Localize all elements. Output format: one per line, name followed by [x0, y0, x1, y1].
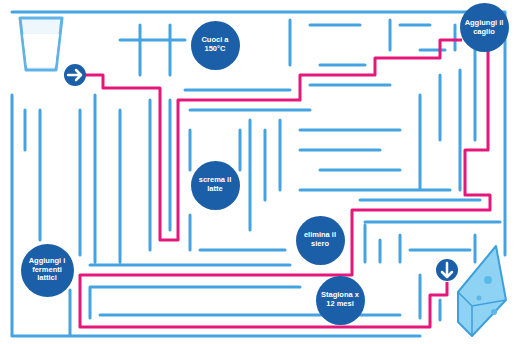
step-circle: Aggiungi il caglio — [460, 3, 509, 52]
step-circle: screma il latte — [191, 161, 240, 210]
cheese — [458, 246, 506, 336]
step-label: elimina il siero — [300, 231, 340, 248]
step-circle: Stagiona x 12 mesi — [316, 276, 365, 325]
step-label: Aggiungi i fermenti lattici — [27, 257, 67, 283]
maze-walls — [12, 12, 505, 336]
end-arrow — [436, 259, 458, 281]
step-label: Stagiona x 12 mesi — [320, 291, 360, 308]
step-label: Aggiungi il caglio — [464, 19, 504, 36]
step-circle: Aggiungi i fermenti lattici — [21, 244, 74, 297]
step-label: Cuoci a 150°C — [195, 36, 235, 53]
step-circle: elimina il siero — [296, 216, 345, 265]
solution-path — [75, 40, 490, 327]
step-circle: Cuoci a 150°C — [191, 21, 240, 70]
step-label: screma il latte — [195, 176, 235, 193]
milk-glass — [20, 18, 62, 70]
start-arrow — [64, 64, 86, 86]
